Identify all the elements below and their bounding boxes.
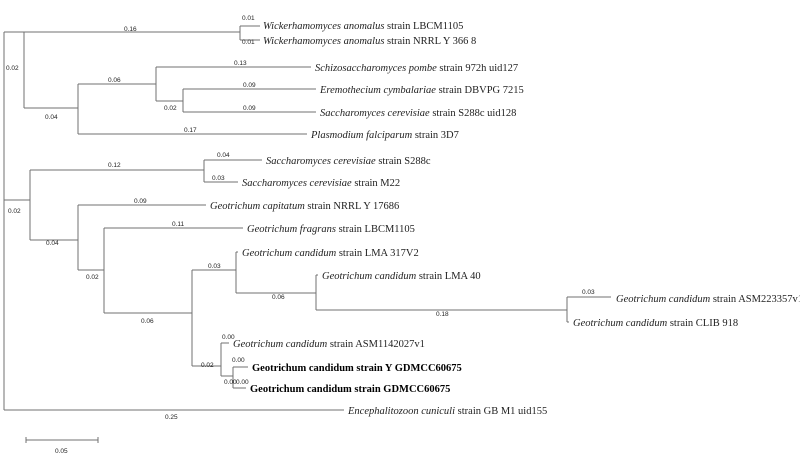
taxon-label-t18: Encephalitozoon cuniculi strain GB M1 ui… [347,406,547,417]
blen-wick: 0.16 [124,26,137,33]
taxon-label-t17: Geotrichum candidum strain GDMCC60675 [250,384,450,395]
taxon-label-t1: Wickerhamomyces anomalus strain LBCM1105 [263,21,463,32]
taxon-label-t8: Saccharomyces cerevisiae strain M22 [242,178,400,189]
blen-geo-cand: 0.06 [141,318,154,325]
taxon-label-t3: Schizosaccharomyces pombe strain 972h ui… [315,63,518,74]
blen-t12: 0.06 [272,294,285,301]
blen-geo-cap: 0.04 [46,240,59,247]
taxon-label-t10: Geotrichum fragrans strain LBCM1105 [247,224,415,235]
blen-t17b: 0.00 [236,379,249,386]
blen-t14: 0.18 [436,311,449,318]
blen-pombe-group: 0.06 [108,77,121,84]
taxon-label-t4: Eremothecium cymbalariae strain DBVPG 72… [319,85,524,96]
taxon-label-t2: Wickerhamomyces anomalus strain NRRL Y 3… [263,36,476,47]
blen-lower: 0.02 [8,208,21,215]
tree-branches [3,25,611,443]
taxon-label-t7: Saccharomyces cerevisiae strain S288c [266,156,431,167]
blen-t13: 0.03 [582,289,595,296]
taxon-label-t5: Saccharomyces cerevisiae strain S288c ui… [320,108,516,119]
blen-t10: 0.11 [172,221,185,228]
blen-eremo-sacc: 0.02 [164,105,177,112]
taxon-label-t13: Geotrichum candidum strain ASM223357v1 [616,294,800,305]
blen-upper: 0.02 [6,65,19,72]
blen-t18: 0.25 [165,414,178,421]
blen-t16: 0.00 [232,357,245,364]
blen-t11: 0.03 [208,263,221,270]
blen-t6: 0.17 [184,127,197,134]
branch-length-labels: 0.01 0.01 0.16 0.13 0.09 0.09 0.02 0.06 … [6,15,595,421]
taxon-label-t9: Geotrichum capitatum strain NRRL Y 17686 [210,201,399,212]
blen-t2: 0.01 [242,39,255,46]
blen-gdmcc: 0.02 [201,362,214,369]
blen-t17: 0.00 [224,379,237,386]
blen-t7: 0.04 [217,152,230,159]
taxon-label-t15: Geotrichum candidum strain ASM1142027v1 [233,339,425,350]
blen-t4: 0.09 [243,82,256,89]
scale-bar-label: 0.05 [55,448,68,455]
taxon-label-t11: Geotrichum candidum strain LMA 317V2 [242,248,419,259]
blen-t15: 0.00 [222,334,235,341]
taxon-labels: Wickerhamomyces anomalus strain LBCM1105… [210,21,800,417]
blen-t5: 0.09 [243,105,256,112]
blen-t1: 0.01 [242,15,255,22]
blen-t8: 0.03 [212,175,225,182]
blen-t3: 0.13 [234,60,247,67]
taxon-label-t6: Plasmodium falciparum strain 3D7 [310,130,459,141]
blen-sacc2: 0.12 [108,162,121,169]
blen-t9: 0.09 [134,198,147,205]
blen-geo-frag: 0.02 [86,274,99,281]
blen-upper-sub: 0.04 [45,114,58,121]
taxon-label-t12: Geotrichum candidum strain LMA 40 [322,271,481,282]
taxon-label-t16: Geotrichum candidum strain Y GDMCC60675 [252,363,462,374]
taxon-label-t14: Geotrichum candidum strain CLIB 918 [573,318,738,329]
